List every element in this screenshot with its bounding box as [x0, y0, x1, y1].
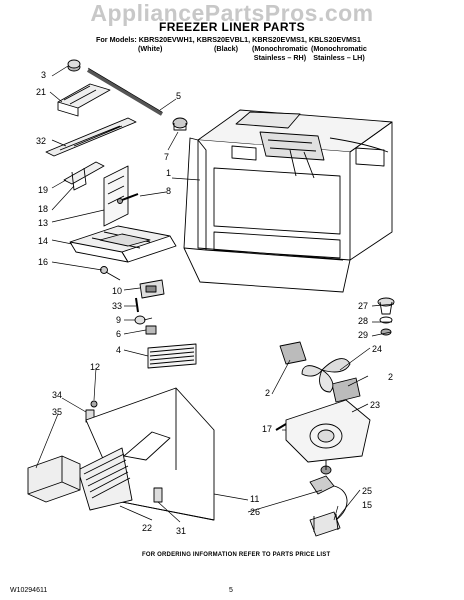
- part-26-fan-motor: [309, 460, 348, 521]
- callout-18: 18: [38, 204, 48, 214]
- page-number: 5: [229, 587, 233, 594]
- callout-32: 32: [36, 136, 46, 146]
- leader-lines: [35, 65, 395, 523]
- page-title: FREEZER LINER PARTS: [158, 20, 306, 34]
- callout-1: 1: [166, 168, 171, 178]
- part-8-screw: [117, 193, 139, 204]
- callout-35: 35: [52, 407, 62, 417]
- callout-12: 12: [90, 362, 100, 372]
- ordering-note: FOR ORDERING INFORMATION REFER TO PARTS …: [142, 552, 331, 558]
- part-2-insulation-pad: [279, 341, 361, 403]
- part-3-damper-knob: [67, 59, 81, 72]
- callout-21: 21: [36, 87, 46, 97]
- callout-labels: 3 21 5 32 7 19 1 8 18 13 14 16 10 33 9 6…: [36, 70, 393, 536]
- callout-4: 4: [116, 345, 121, 355]
- callout-25: 25: [362, 486, 372, 496]
- callout-24: 24: [372, 344, 382, 354]
- part-13-bracket: [103, 165, 129, 227]
- callout-11: 11: [250, 494, 259, 504]
- callout-7: 7: [164, 152, 169, 162]
- callout-3: 3: [41, 70, 46, 80]
- callout-27: 27: [358, 301, 368, 311]
- variant-black: (Black): [214, 44, 238, 53]
- callout-17: 17: [262, 424, 272, 434]
- part-19-clip: [63, 161, 105, 191]
- part-32-strip: [45, 117, 137, 157]
- callout-28: 28: [358, 316, 368, 326]
- part-35-cover: [27, 455, 81, 503]
- callout-23: 23: [370, 400, 380, 410]
- callout-33: 33: [112, 301, 122, 311]
- part-21-bracket: [57, 83, 111, 117]
- callout-14: 14: [38, 236, 48, 246]
- watermark: AppliancePartsPros.com: [90, 0, 374, 26]
- variant-lh: (Monochromatic Stainless – LH): [311, 44, 367, 62]
- callout-16: 16: [38, 257, 48, 267]
- part-23-fan-shroud: [285, 399, 371, 463]
- part-7-cap: [172, 117, 188, 131]
- part-freezer-liner: [183, 109, 393, 293]
- document-number: W10294611: [10, 587, 48, 594]
- models-prefix: For Models:: [96, 35, 137, 44]
- callout-6: 6: [116, 329, 121, 339]
- models-list: KBRS20EVWH1, KBRS20EVBL1, KBRS20EVMS1, K…: [138, 35, 361, 44]
- part-17-screw: [275, 423, 287, 431]
- callout-22: 22: [142, 523, 152, 533]
- part-9-light-bulb: [134, 315, 153, 325]
- callout-2-right: 2: [388, 372, 393, 382]
- part-12-screw: [90, 400, 98, 408]
- callout-34: 34: [52, 390, 62, 400]
- part-28-washer: [379, 316, 393, 324]
- part-31-tab: [153, 487, 163, 503]
- part-4-light-cover: [147, 343, 197, 369]
- part-6-socket: [145, 325, 157, 335]
- callout-29: 29: [358, 330, 368, 340]
- callout-2-left: 2: [265, 388, 270, 398]
- variant-white: (White): [138, 44, 163, 53]
- part-16-screw: [100, 266, 121, 281]
- part-24-fan-blade: [301, 358, 351, 393]
- callout-10: 10: [112, 286, 122, 296]
- part-22-grille: [77, 447, 133, 511]
- part-14-housing: [69, 225, 177, 263]
- callout-26: 26: [250, 507, 260, 517]
- part-15-bracket: [309, 511, 341, 537]
- callout-8: 8: [166, 186, 171, 196]
- model-line: For Models: KBRS20EVWH1, KBRS20EVBL1, KB…: [96, 35, 361, 44]
- callout-9: 9: [116, 315, 121, 325]
- part-5-rod: [86, 67, 164, 116]
- callout-31: 31: [176, 526, 186, 536]
- part-33-screw: [135, 297, 139, 313]
- callout-15: 15: [362, 500, 372, 510]
- callout-5: 5: [176, 91, 181, 101]
- callout-19: 19: [38, 185, 48, 195]
- variant-rh: (Monochromatic Stainless – RH): [252, 44, 308, 62]
- callout-13: 13: [38, 218, 48, 228]
- part-27-grommet: [377, 297, 395, 315]
- part-10-switch: [139, 279, 165, 299]
